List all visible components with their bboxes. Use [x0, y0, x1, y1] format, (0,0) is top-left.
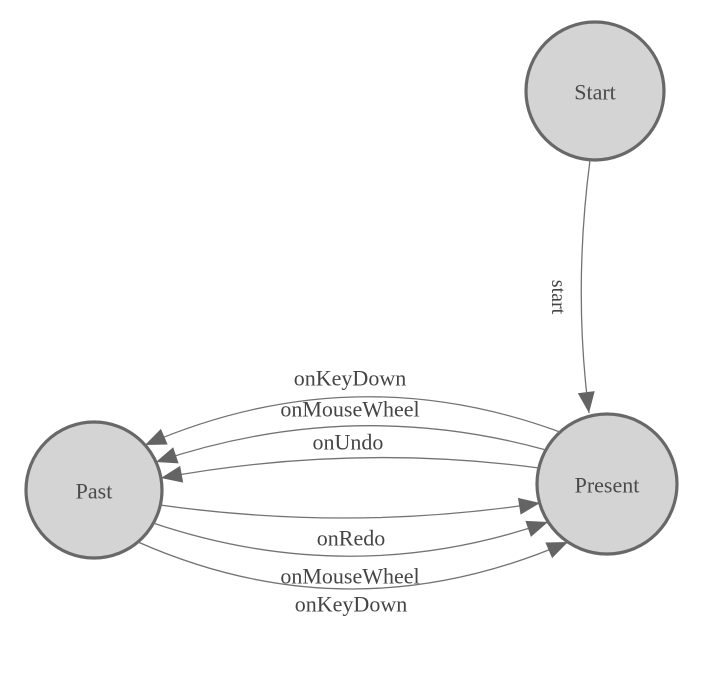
edge-present-to-past-onmousewheel-label: onMouseWheel [280, 397, 419, 422]
edge-start-to-present-arrowhead-icon [577, 391, 595, 413]
edge-start-to-present-path[interactable] [580, 159, 591, 414]
edge-present-to-past-onkeydown-path[interactable] [144, 396, 561, 446]
edge-present-to-past-onkeydown-arrowhead-icon [145, 428, 168, 445]
state-node-start[interactable]: Start [524, 20, 666, 162]
edge-past-to-present-onredo-path[interactable] [159, 502, 541, 519]
edge-start-to-present-label: start [547, 280, 569, 315]
edge-present-to-past-onkeydown-label: onKeyDown [294, 366, 406, 391]
edge-past-to-present-onkeydown-arrowhead-icon [545, 542, 568, 559]
edge-past-to-present-onkeydown[interactable]: onKeyDown [137, 534, 571, 617]
state-node-start-circle[interactable] [524, 20, 666, 162]
edge-past-to-present-onkeydown-path[interactable] [137, 541, 569, 590]
edge-present-to-past-onmousewheel-arrowhead-icon [156, 447, 179, 464]
edge-present-to-past-onundo-label: onUndo [313, 430, 384, 455]
edge-present-to-past-onmousewheel[interactable]: onMouseWheel [153, 397, 547, 471]
state-node-present[interactable]: Present [535, 412, 679, 556]
state-node-past-label: Past [76, 479, 113, 504]
edge-past-to-present-onredo-arrowhead-icon [517, 497, 540, 515]
edge-past-to-present-onmousewheel-arrowhead-icon [525, 520, 548, 537]
edge-start-to-present[interactable]: start [547, 159, 597, 414]
edge-present-to-past-onmousewheel-path[interactable] [155, 425, 547, 463]
edge-present-to-past-onkeydown[interactable]: onKeyDown [142, 366, 561, 453]
edge-present-to-past-onundo-arrowhead-icon [161, 465, 184, 483]
edge-past-to-present-onredo[interactable]: onRedo [159, 495, 541, 551]
edge-past-to-present-onmousewheel-path[interactable] [152, 521, 549, 557]
edge-present-to-past-onundo[interactable]: onUndo [159, 430, 540, 487]
edge-present-to-past-onundo-path[interactable] [160, 456, 540, 479]
state-node-past-circle[interactable] [24, 420, 164, 560]
state-node-start-label: Start [574, 80, 616, 105]
state-node-present-label: Present [575, 473, 640, 498]
edge-past-to-present-onredo-label: onRedo [317, 526, 385, 551]
edge-past-to-present-onmousewheel-label: onMouseWheel [280, 564, 419, 589]
state-node-past[interactable]: Past [24, 420, 164, 560]
edge-past-to-present-onkeydown-label: onKeyDown [295, 592, 407, 617]
edge-past-to-present-onmousewheel[interactable]: onMouseWheel [152, 514, 551, 589]
state-node-present-circle[interactable] [535, 412, 679, 556]
